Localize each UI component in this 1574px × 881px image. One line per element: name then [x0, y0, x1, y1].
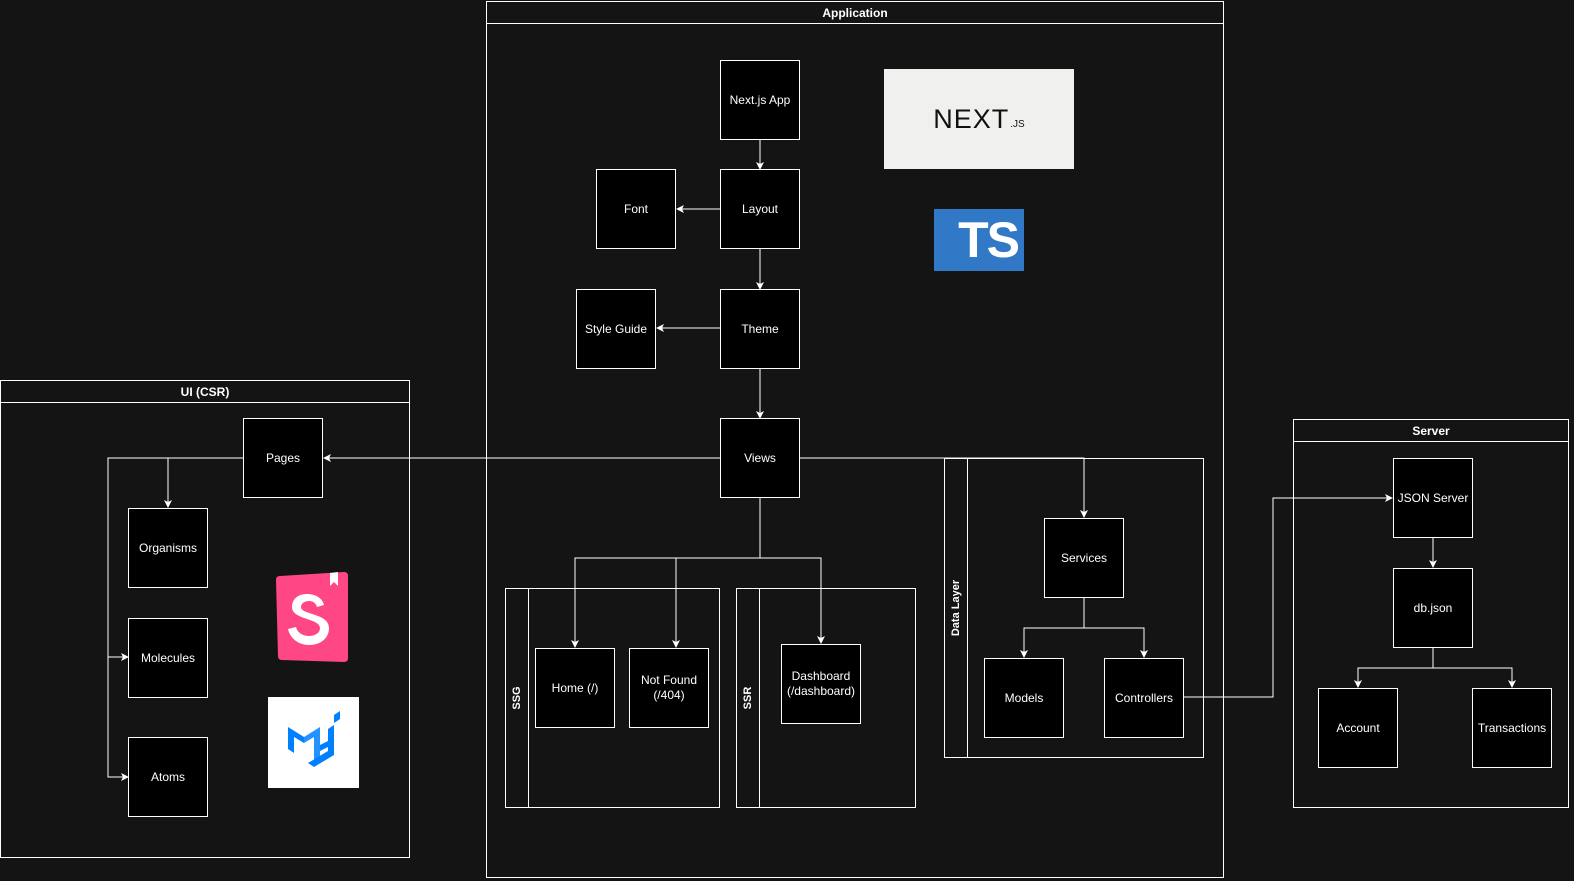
- edge-pages-molecules: [107, 457, 168, 661]
- pages-node[interactable]: Pages: [243, 418, 323, 498]
- nextjs-logo-suffix: .JS: [1010, 118, 1025, 130]
- edge-views-dashboard: [760, 557, 825, 644]
- typescript-logo: TS: [934, 209, 1024, 271]
- organisms-node[interactable]: Organisms: [128, 508, 208, 588]
- ui-title: UI (CSR): [1, 381, 409, 403]
- nextjs-logo: NEXT .JS: [884, 69, 1074, 169]
- molecules-node[interactable]: Molecules: [128, 618, 208, 698]
- services-node[interactable]: Services: [1044, 518, 1124, 598]
- json-server-node[interactable]: JSON Server: [1393, 458, 1473, 538]
- edge-controllers-jsonserver: [1184, 494, 1393, 698]
- controllers-node[interactable]: Controllers: [1104, 658, 1184, 738]
- edge-views-services: [800, 457, 1088, 518]
- edge-services-controllers: [1084, 627, 1148, 658]
- server-container: Server: [1293, 419, 1569, 808]
- edge-pages-atoms: [107, 657, 129, 781]
- layout-node[interactable]: Layout: [720, 169, 800, 249]
- theme-node[interactable]: Theme: [720, 289, 800, 369]
- storybook-logo: [276, 572, 348, 662]
- application-title: Application: [487, 2, 1223, 24]
- account-node[interactable]: Account: [1318, 688, 1398, 768]
- application-container: Application: [486, 1, 1224, 878]
- transactions-node[interactable]: Transactions: [1472, 688, 1552, 768]
- edge-services-models: [1020, 598, 1085, 658]
- nextjs-logo-text: NEXT: [933, 103, 1010, 134]
- style-guide-node[interactable]: Style Guide: [576, 289, 656, 369]
- ssr-lane: SSR: [736, 588, 916, 808]
- server-title: Server: [1294, 420, 1568, 442]
- nextjs-app-node[interactable]: Next.js App: [720, 60, 800, 140]
- edge-db-transactions: [1433, 667, 1516, 688]
- dashboard-node[interactable]: Dashboard (/dashboard): [781, 644, 861, 724]
- edge-pages-organisms: [164, 457, 243, 508]
- edge-views-home: [571, 498, 761, 648]
- typescript-logo-text: TS: [958, 212, 1020, 268]
- db-json-node[interactable]: db.json: [1393, 568, 1473, 648]
- home-node[interactable]: Home (/): [535, 648, 615, 728]
- font-node[interactable]: Font: [596, 169, 676, 249]
- models-node[interactable]: Models: [984, 658, 1064, 738]
- ui-container: UI (CSR): [0, 380, 410, 858]
- edge-db-account: [1354, 648, 1434, 688]
- atoms-node[interactable]: Atoms: [128, 737, 208, 817]
- not-found-node[interactable]: Not Found (/404): [629, 648, 709, 728]
- ssg-lane: SSG: [505, 588, 720, 808]
- mui-logo: [268, 697, 359, 788]
- views-node[interactable]: Views: [720, 418, 800, 498]
